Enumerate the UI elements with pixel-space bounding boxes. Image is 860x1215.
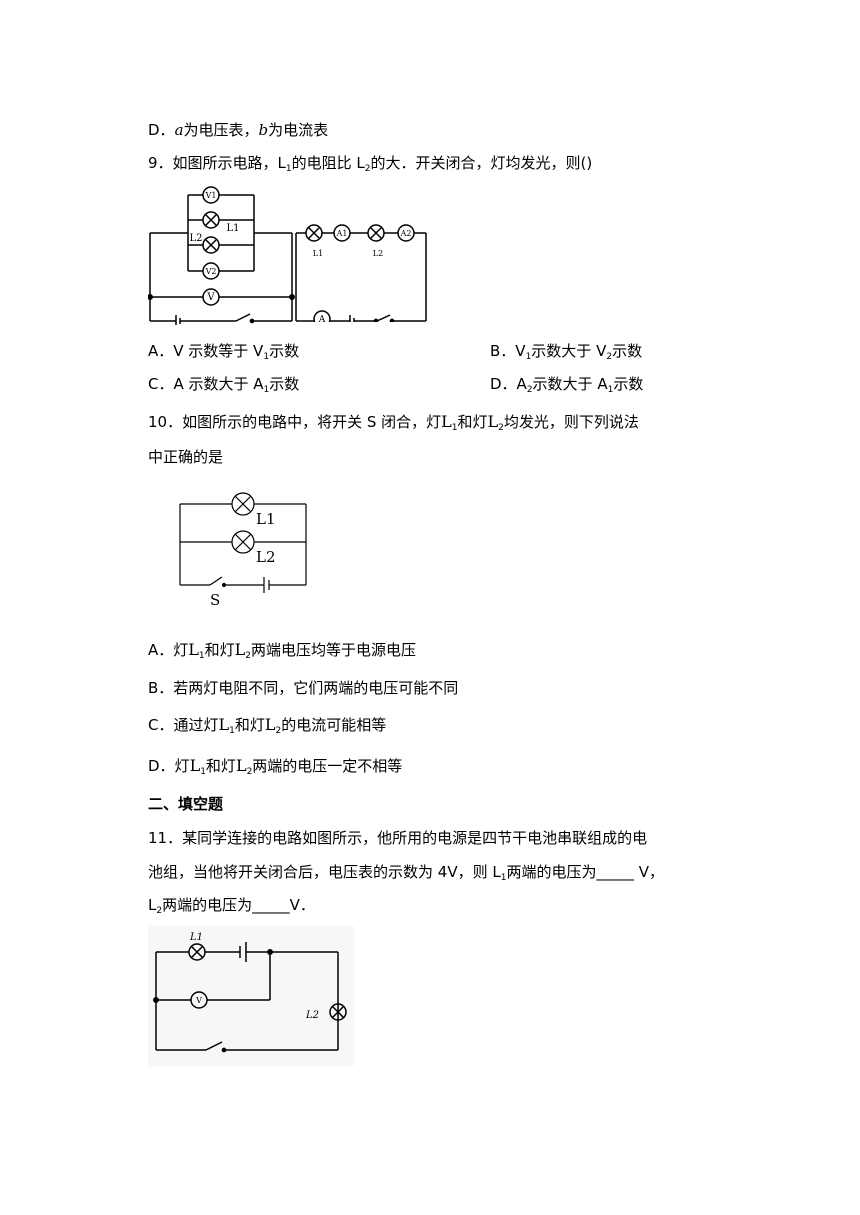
q10-l1-label: L1 — [256, 510, 276, 528]
q9-left-l1-label: L1 — [226, 223, 239, 234]
q9-right-a1-label: A1 — [336, 229, 348, 238]
q9-stem: 9．如图所示电路，L1的电阻比 L2的大．开关闭合，灯均发光，则() — [148, 154, 593, 174]
q10-option-a: A．灯L1和灯L2两端电压均等于电源电压 — [148, 640, 417, 661]
q10-stem-line1: 10．如图所示的电路中，将开关 S 闭合，灯L1和灯L2均发光，则下列说法 — [148, 412, 639, 433]
q9-circuit-right: A1 A2 A L1 L2 — [295, 224, 427, 322]
q10-stem-line2: 中正确的是 — [148, 448, 224, 466]
q11-stem-line1: 11．某同学连接的电路如图所示，他所用的电源是四节干电池串联组成的电 — [148, 829, 648, 847]
q11-voltmeter-label: V — [195, 996, 202, 1005]
q11-circuit: L1 L2 V — [148, 926, 354, 1066]
q10-option-c: C．通过灯L1和灯L2的电流可能相等 — [148, 715, 387, 736]
q9-right-l1-label: L1 — [313, 249, 323, 258]
var-a: a — [174, 121, 184, 139]
q10-option-d: D．灯L1和灯L2两端的电压一定不相等 — [148, 756, 403, 777]
q9-left-v1-label: V1 — [205, 191, 217, 200]
q11-l2-label: L2 — [305, 1010, 319, 1021]
q9-right-l2-label: L2 — [373, 249, 383, 258]
q10-l2-label: L2 — [256, 548, 276, 566]
q9-left-v2-label: V2 — [205, 267, 217, 276]
q9-right-a-label: A — [318, 315, 326, 322]
q10-switch-label: S — [210, 591, 220, 607]
section-title: 二、填空题 — [148, 795, 224, 813]
q10-option-b: B．若两灯电阻不同，它们两端的电压可能不同 — [148, 679, 459, 697]
var-b: b — [258, 121, 269, 139]
q11-stem-line2: 池组，当他将开关闭合后，电压表的示数为 4V，则 L1两端的电压为_____ V… — [148, 863, 664, 883]
q9-circuit-left: V1 V2 V L2 L1 — [148, 186, 295, 325]
q9-right-a2-label: A2 — [400, 229, 412, 238]
q9-left-l2-label: L2 — [189, 233, 202, 244]
q9-left-v-label: V — [206, 292, 215, 303]
q11-l1-label: L1 — [189, 932, 203, 943]
q9-option-c: C．A 示数大于 A1示数 — [148, 375, 300, 395]
q11-stem-line3: L2两端的电压为_____V． — [148, 896, 315, 916]
q8-option-d: D．a为电压表，b为电流表 — [148, 121, 329, 139]
q10-circuit: L1 L2 S — [179, 492, 307, 607]
q9-option-a: A．V 示数等于 V1示数 — [148, 342, 300, 362]
q9-option-d: D．A2示数大于 A1示数 — [490, 375, 644, 395]
q9-option-b: B．V1示数大于 V2示数 — [490, 342, 643, 362]
